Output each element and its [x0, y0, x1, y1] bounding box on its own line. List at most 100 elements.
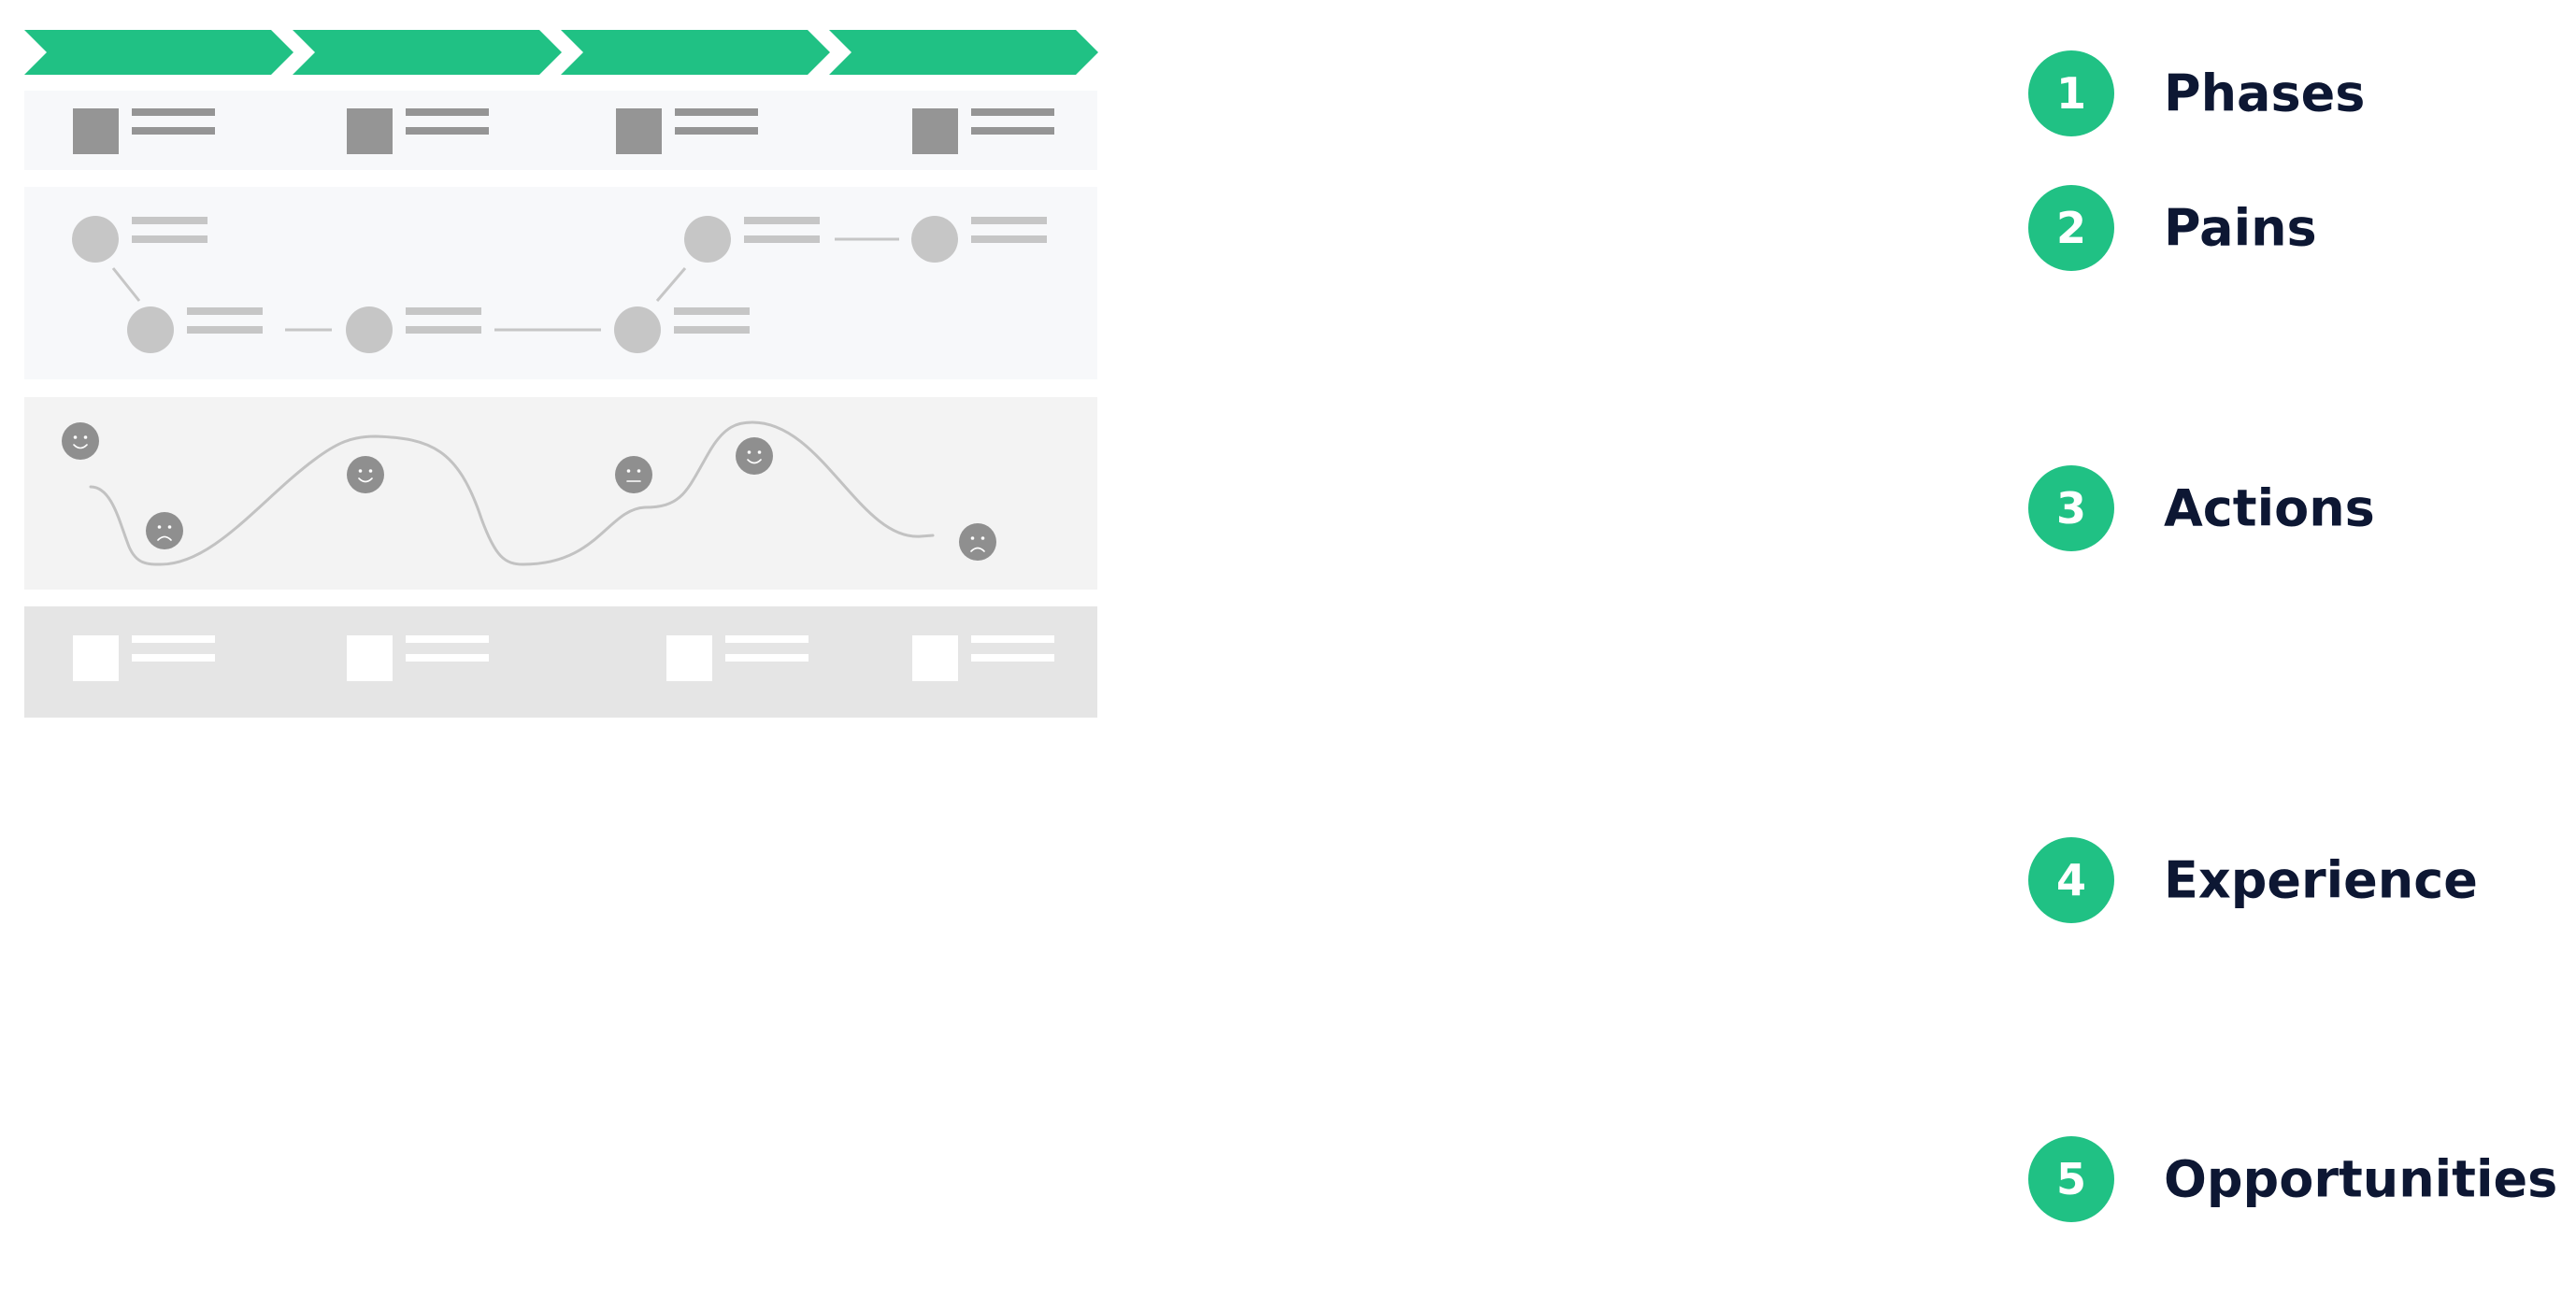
pain-card-4-square	[912, 108, 958, 154]
face-eye	[970, 536, 975, 540]
opportunity-card-4-square	[912, 635, 958, 681]
action-text-line	[674, 307, 750, 315]
action-text-line	[132, 217, 208, 224]
experience-band	[24, 397, 1097, 590]
phase-chevron-3	[561, 30, 830, 75]
face-frown-icon	[959, 523, 996, 561]
face-circle	[959, 523, 996, 561]
opportunity-card-3-square	[666, 635, 712, 681]
legend-item-opportunities: 5 Opportunities	[2028, 1134, 2557, 1224]
face-mouth	[970, 547, 985, 552]
face-eye	[980, 536, 985, 540]
legend-number-badge: 2	[2028, 185, 2114, 271]
legend-number-badge: 5	[2028, 1136, 2114, 1222]
face-circle	[736, 437, 773, 475]
face-mouth	[73, 444, 88, 449]
face-smile-icon	[62, 422, 99, 460]
pain-card-2-text-line	[406, 127, 489, 135]
action-text-line	[187, 307, 263, 315]
action-text-line	[406, 307, 481, 315]
phase-chevron-1	[24, 30, 293, 75]
legend-label: Phases	[2164, 64, 2366, 123]
opportunity-card-3-text-line	[725, 654, 809, 662]
action-text-line	[744, 235, 820, 243]
action-node-3	[346, 306, 393, 353]
legend-number-badge: 4	[2028, 837, 2114, 923]
action-node-6	[911, 216, 958, 263]
legend-label: Opportunities	[2164, 1149, 2558, 1209]
action-node-5	[684, 216, 731, 263]
phase-chevron-4	[829, 30, 1098, 75]
face-eye	[73, 435, 78, 439]
face-eye	[83, 435, 88, 439]
pain-card-2-square	[347, 108, 393, 154]
opportunities-band	[24, 606, 1097, 718]
pain-card-4-text-line	[971, 127, 1054, 135]
action-text-line	[132, 235, 208, 243]
face-circle	[62, 422, 99, 460]
actions-band-bg	[24, 187, 1097, 379]
action-node-2	[127, 306, 174, 353]
face-eye	[368, 469, 373, 473]
opportunity-card-2-square	[347, 635, 393, 681]
legend-label: Pains	[2164, 198, 2317, 258]
pains-band	[24, 91, 1097, 170]
face-eye	[167, 525, 172, 529]
legend-label: Experience	[2164, 850, 2478, 910]
legend-item-actions: 3 Actions	[2028, 463, 2375, 553]
opportunity-card-2-text-line	[406, 635, 489, 643]
pain-card-2-text-line	[406, 108, 489, 116]
action-text-line	[187, 326, 263, 334]
opportunity-card-2-text-line	[406, 654, 489, 662]
action-text-line	[971, 217, 1047, 224]
action-text-line	[744, 217, 820, 224]
face-eye	[626, 469, 631, 473]
face-smile-icon	[736, 437, 773, 475]
opportunity-card-3-text-line	[725, 635, 809, 643]
face-eye	[757, 450, 762, 454]
action-text-line	[406, 326, 481, 334]
phases-row	[24, 30, 1098, 75]
face-circle	[615, 456, 652, 493]
legend-item-phases: 1 Phases	[2028, 49, 2365, 138]
legend-item-experience: 4 Experience	[2028, 835, 2478, 925]
face-eye	[358, 469, 363, 473]
face-mouth	[747, 459, 762, 464]
action-text-line	[674, 326, 750, 334]
pain-card-4-text-line	[971, 108, 1054, 116]
legend-label: Actions	[2164, 478, 2375, 538]
face-smile-icon	[347, 456, 384, 493]
face-eye	[157, 525, 162, 529]
opportunity-card-1-text-line	[132, 654, 215, 662]
pain-card-3-text-line	[675, 108, 758, 116]
legend-number-badge: 3	[2028, 465, 2114, 551]
opportunity-card-4-text-line	[971, 654, 1054, 662]
action-node-4	[614, 306, 661, 353]
legend-number-badge: 1	[2028, 50, 2114, 136]
face-frown-icon	[146, 512, 183, 549]
opportunity-card-1-square	[73, 635, 119, 681]
journey-map-diagram	[24, 30, 1098, 718]
face-circle	[347, 456, 384, 493]
pain-card-1-square	[73, 108, 119, 154]
actions-band	[24, 187, 1097, 379]
opportunity-card-1-text-line	[132, 635, 215, 643]
action-node-1	[72, 216, 119, 263]
face-eye	[747, 450, 751, 454]
face-mouth	[157, 535, 172, 541]
experience-curve	[89, 420, 935, 566]
action-text-line	[971, 235, 1047, 243]
pain-card-3-text-line	[675, 127, 758, 135]
phase-chevron-2	[293, 30, 562, 75]
face-eye	[637, 469, 641, 473]
face-mouth	[358, 477, 373, 483]
pain-card-1-text-line	[132, 108, 215, 116]
action-connector-1	[111, 267, 141, 302]
face-circle	[146, 512, 183, 549]
pain-card-3-square	[616, 108, 662, 154]
legend-item-pains: 2 Pains	[2028, 183, 2317, 273]
action-connector-4	[655, 267, 687, 302]
face-neutral-icon	[615, 456, 652, 493]
pain-card-1-text-line	[132, 127, 215, 135]
opportunity-card-4-text-line	[971, 635, 1054, 643]
